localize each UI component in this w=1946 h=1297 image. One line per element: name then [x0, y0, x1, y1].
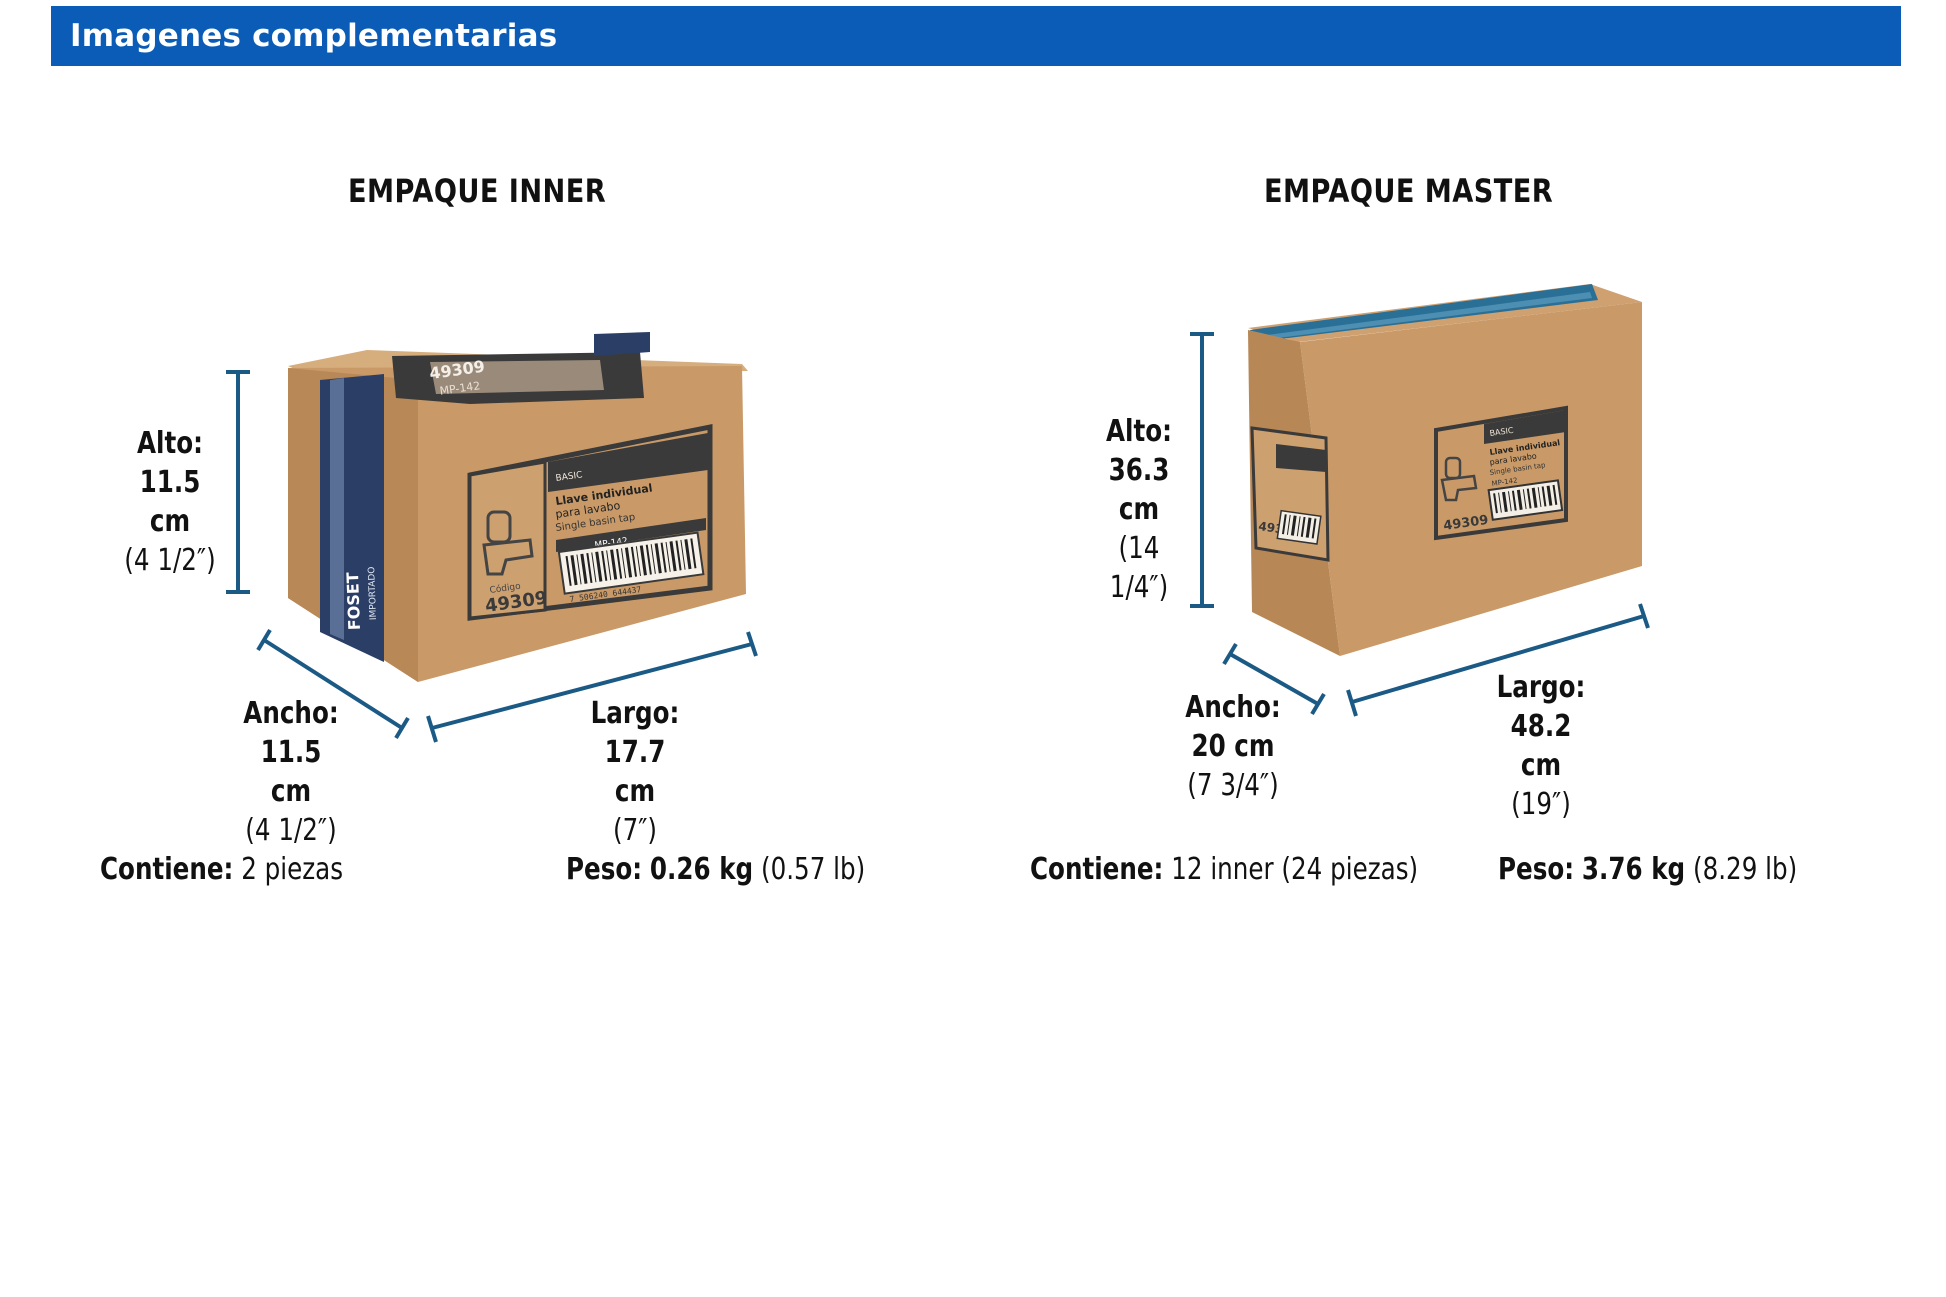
inner-contiene: Contiene: 2 piezas — [100, 852, 343, 887]
master-peso-value: 3.76 kg — [1581, 852, 1686, 887]
inner-largo-label: Largo: — [590, 696, 680, 731]
inner-contiene-label: Contiene: — [100, 852, 234, 887]
inner-largo-imperial: (7″) — [612, 813, 658, 848]
section-header: Imagenes complementarias — [51, 6, 1901, 66]
faucet-icon — [482, 510, 534, 576]
inner-contiene-value: 2 piezas — [241, 852, 344, 887]
master-largo-value: 48.2 cm — [1510, 709, 1572, 783]
inner-peso: Peso: 0.26 kg (0.57 lb) — [566, 852, 865, 887]
inner-ancho: Ancho: 11.5 cm (4 1/2″) — [238, 694, 345, 850]
inner-peso-imperial: (0.57 lb) — [760, 852, 866, 887]
master-peso-imperial: (8.29 lb) — [1692, 852, 1798, 887]
master-alto-label: Alto: — [1106, 414, 1172, 449]
master-alto-value: 36.3 cm — [1108, 453, 1170, 527]
section-title: Imagenes complementarias — [70, 18, 558, 54]
master-alto-imperial: (14 1/4″) — [1109, 531, 1169, 605]
inner-label-brand: BASIC — [555, 470, 583, 484]
master-label-code: 49309 — [1442, 513, 1489, 534]
inner-panel-title: EMPAQUE INNER — [348, 172, 607, 210]
inner-top-model: MP-142 — [439, 379, 481, 398]
master-panel-title: EMPAQUE MASTER — [1264, 172, 1554, 210]
master-label-brand: BASIC — [1489, 426, 1514, 438]
master-alto: Alto: 36.3 cm (14 1/4″) — [1086, 412, 1193, 607]
master-contiene-value: 12 inner (24 piezas) — [1171, 852, 1419, 887]
inner-peso-value: 0.26 kg — [649, 852, 754, 887]
master-largo-label: Largo: — [1496, 670, 1586, 705]
inner-label-code-label: Código — [489, 581, 522, 596]
master-contiene: Contiene: 12 inner (24 piezas) — [1030, 852, 1418, 887]
inner-alto: Alto: 11.5 cm (4 1/2″) — [121, 424, 219, 580]
inner-alto-imperial: (4 1/2″) — [124, 543, 216, 578]
master-peso-label: Peso: — [1498, 852, 1575, 887]
inner-largo: Largo: 17.7 cm (7″) — [582, 694, 689, 850]
inner-alto-label: Alto: — [137, 426, 203, 461]
inner-ancho-value: 11.5 cm — [260, 735, 322, 809]
master-contiene-label: Contiene: — [1030, 852, 1164, 887]
inner-peso-label: Peso: — [566, 852, 643, 887]
master-label-model: MP-142 — [1491, 476, 1518, 488]
master-ancho-imperial: (7 3/4″) — [1187, 768, 1279, 803]
master-ancho-value: 20 cm — [1191, 729, 1275, 764]
inner-ancho-label: Ancho: — [243, 696, 339, 731]
inner-side-brand: FOSET — [343, 572, 364, 631]
master-peso: Peso: 3.76 kg (8.29 lb) — [1498, 852, 1797, 887]
inner-side-brand-sub: IMPORTADO — [367, 566, 379, 620]
master-largo-imperial: (19″) — [1511, 787, 1571, 822]
inner-alto-value: 11.5 cm — [139, 465, 201, 539]
master-ancho: Ancho: 20 cm (7 3/4″) — [1180, 688, 1287, 805]
inner-largo-value: 17.7 cm — [604, 735, 666, 809]
inner-ancho-imperial: (4 1/2″) — [245, 813, 337, 848]
master-largo: Largo: 48.2 cm (19″) — [1488, 668, 1595, 824]
master-ancho-label: Ancho: — [1185, 690, 1281, 725]
